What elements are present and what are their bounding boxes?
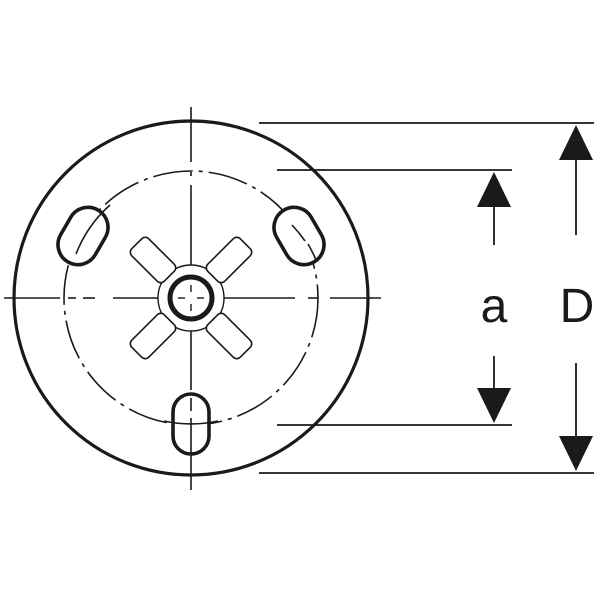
rib-bottom-left: [129, 312, 177, 360]
rib-top-right: [205, 236, 253, 284]
outer-circle: [12, 119, 370, 477]
slot-centerline-arcs: [75, 204, 317, 455]
cross-ribs: [129, 236, 253, 360]
dimension-D-label: D: [560, 280, 595, 333]
rib-bottom-right: [205, 312, 253, 360]
dimension-D: [559, 125, 593, 471]
dimension-a-label: a: [481, 280, 508, 333]
slot-top-right: [272, 205, 326, 267]
slot-top-left: [56, 205, 110, 267]
extension-lines: [259, 122, 594, 474]
center-hole: [157, 264, 225, 332]
dimension-a: [477, 172, 511, 423]
rib-top-left: [129, 236, 177, 284]
